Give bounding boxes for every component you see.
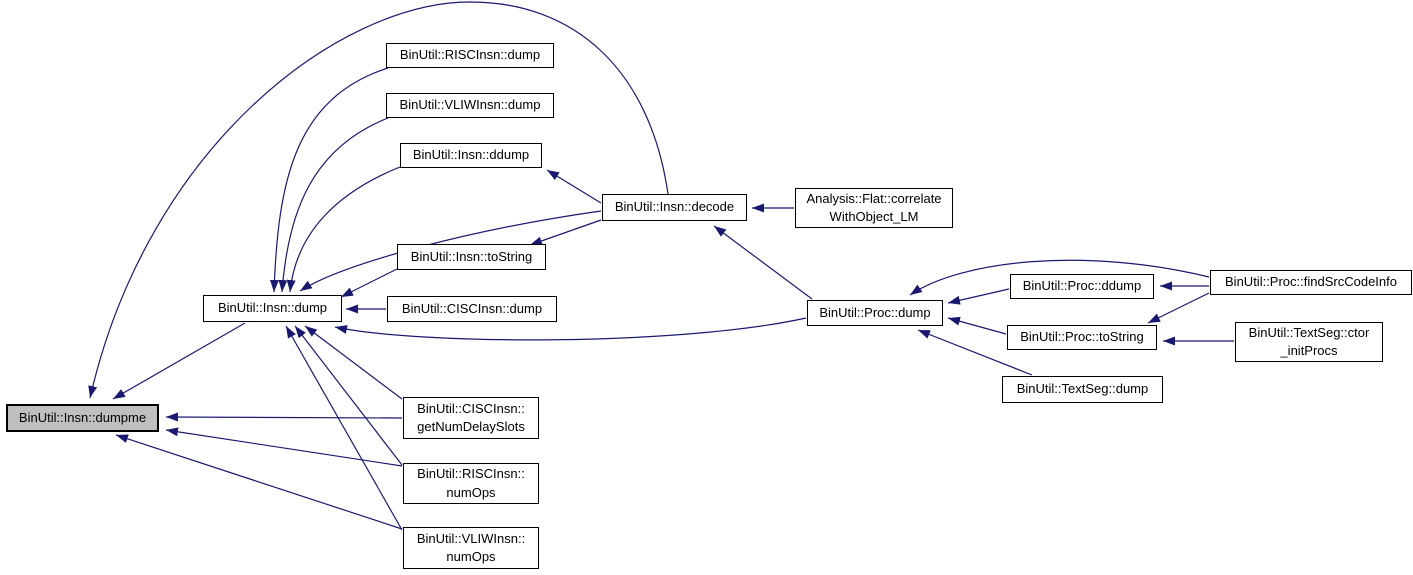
edge-insn-decode-to-insn-tostring (529, 219, 602, 246)
node-textseg-ctor-initprocs[interactable]: BinUtil::TextSeg::ctor _initProcs (1235, 322, 1383, 362)
node-insn-ddump[interactable]: BinUtil::Insn::ddump (400, 143, 542, 168)
node-insn-dump[interactable]: BinUtil::Insn::dump (203, 295, 342, 322)
edge-proc-findsrccodeinfo-to-proc-tostring (1147, 292, 1210, 324)
node-ciscinsn-dump[interactable]: BinUtil::CISCInsn::dump (387, 296, 557, 322)
node-ciscinsn-getnumdelayslots[interactable]: BinUtil::CISCInsn:: getNumDelaySlots (403, 397, 539, 439)
node-proc-dump[interactable]: BinUtil::Proc::dump (807, 300, 943, 326)
node-insn-tostring[interactable]: BinUtil::Insn::toString (397, 244, 546, 270)
edge-insn-tostring-to-insn-dump (340, 268, 398, 298)
edge-insn-ddump-to-insn-dump (286, 166, 401, 293)
node-proc-ddump[interactable]: BinUtil::Proc::ddump (1010, 274, 1154, 299)
edge-vliwinsn-dump-to-insn-dump (278, 117, 389, 293)
edge-proc-dump-to-insn-decode (713, 225, 813, 300)
node-riscinsn-dump[interactable]: BinUtil::RISCInsn::dump (386, 43, 554, 68)
edge-proc-findsrccodeinfo-to-proc-dump (909, 259, 1210, 296)
node-insn-dumpme: BinUtil::Insn::dumpme (6, 404, 159, 432)
node-flat-correlate[interactable]: Analysis::Flat::correlate WithObject_LM (795, 188, 953, 228)
edge-insn-decode-to-insn-ddump (546, 169, 602, 204)
node-riscinsn-numops[interactable]: BinUtil::RISCInsn:: numOps (403, 463, 539, 504)
edge-textseg-dump-to-proc-dump (917, 329, 1033, 376)
node-insn-decode[interactable]: BinUtil::Insn::decode (602, 194, 747, 221)
edge-insn-dump-to-insn-dumpme (112, 322, 246, 400)
edge-proc-tostring-to-proc-dump (947, 316, 1007, 335)
edge-ciscinsn-getnumdelayslots-to-insn-dumpme (165, 412, 403, 422)
edge-insn-decode-to-insn-dumpme (88, 1, 669, 399)
edges-group (88, 1, 1234, 531)
node-proc-tostring[interactable]: BinUtil::Proc::toString (1007, 325, 1157, 350)
edge-ciscinsn-getnumdelayslots-to-insn-dump (304, 325, 403, 400)
edge-proc-dump-to-insn-dump (334, 317, 807, 341)
edge-riscinsn-dump-to-insn-dump (269, 67, 389, 293)
edge-vliwinsn-numops-to-insn-dumpme (115, 434, 403, 530)
edge-riscinsn-numops-to-insn-dumpme (165, 427, 403, 467)
node-vliwinsn-numops[interactable]: BinUtil::VLIWInsn:: numOps (403, 527, 539, 569)
edge-vliwinsn-numops-to-insn-dump (285, 325, 403, 531)
node-textseg-dump[interactable]: BinUtil::TextSeg::dump (1002, 376, 1163, 403)
node-proc-findsrccodeinfo[interactable]: BinUtil::Proc::findSrcCodeInfo (1210, 270, 1412, 295)
edge-riscinsn-numops-to-insn-dump (294, 325, 403, 466)
edge-proc-ddump-to-proc-dump (947, 288, 1010, 305)
node-vliwinsn-dump[interactable]: BinUtil::VLIWInsn::dump (386, 93, 554, 118)
